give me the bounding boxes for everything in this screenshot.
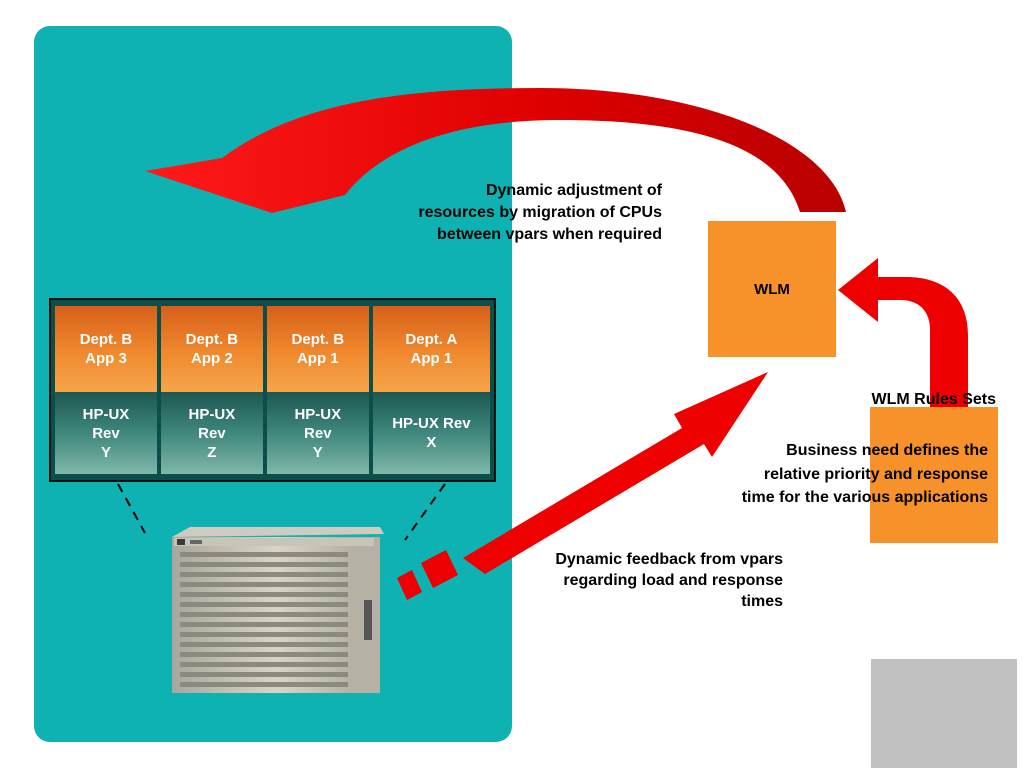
vpar-os-line: HP-UX [294,405,342,423]
migration-label-line3: between vpars when required [437,226,662,243]
wlm-label: WLM [754,280,790,298]
vpar-os-line: HP-UX Rev [392,415,471,432]
vpar-app: App 3 [85,350,127,367]
migration-label: Dynamic adjustment of resources by migra… [360,180,662,246]
rules-title: WLM Rules Sets [871,391,996,408]
vpar-os-cell: HP-UX Rev Y [266,392,369,474]
vpar-column: Dept. B App 3 HP-UX Rev Y [55,306,157,474]
vpar-os-line: HP-UX [188,405,236,423]
vpar-app-cell: Dept. A App 1 [372,306,490,392]
vpar-table: Dept. B App 3 HP-UX Rev Y Dept. B App 2 … [49,298,496,482]
gray-box [871,659,1017,768]
business-label: Business need defines the relative prior… [690,439,988,510]
feedback-label-line3: times [741,593,783,610]
connector-line-left [117,483,146,534]
vpar-dept: Dept. A [405,331,458,348]
vpar-dept: Dept. B [291,331,345,348]
vpar-dept: Dept. B [185,331,239,348]
rules-box [870,407,998,543]
cpu-migration-arrow [145,88,846,213]
vpar-os-line: HP-UX [82,405,130,423]
vpar-app: App 2 [191,350,233,367]
vpar-app-cell: Dept. B App 2 [160,306,263,392]
business-label-line1: Business need defines the [786,442,988,459]
vpar-app-cell: Dept. B App 1 [266,306,369,392]
vpar-os-line: Rev [198,424,226,442]
vpar-os-line: X [426,434,437,451]
vpar-dept: Dept. B [79,331,133,348]
rules-to-wlm-arrow [838,258,968,407]
vpar-os-line: Y [312,443,323,461]
vpar-os-cell: HP-UX Rev Y [55,392,157,474]
connector-line-right [404,483,446,541]
vpar-os-line: Y [100,443,111,461]
vpar-os-line: Z [207,443,217,461]
feedback-label: Dynamic feedback from vpars regarding lo… [500,549,783,612]
vpar-os-line: Rev [92,424,120,442]
vpar-app: App 1 [410,350,453,367]
feedback-arrow [397,372,768,600]
wlm-box: WLM [708,221,836,357]
feedback-label-line1: Dynamic feedback from vpars [555,551,783,568]
vpar-app-cell: Dept. B App 3 [55,306,157,392]
vpar-os-cell: HP-UX Rev Z [160,392,263,474]
vpar-os-line: Rev [304,424,332,442]
vpar-column: Dept. B App 1 HP-UX Rev Y [266,306,369,474]
vpar-app: App 1 [296,350,339,367]
server-vents [180,552,348,687]
business-label-line2: relative priority and response [763,465,988,483]
migration-label-line2: resources by migration of CPUs [418,204,662,221]
vpar-column: Dept. A App 1 HP-UX Rev X [372,306,490,474]
migration-label-line1: Dynamic adjustment of [485,182,662,199]
server-image [172,527,384,693]
vpar-os-cell: HP-UX Rev X [372,392,490,474]
business-label-line3: time for the various applications [741,489,988,506]
vpar-column: Dept. B App 2 HP-UX Rev Z [160,306,263,474]
feedback-label-line2: regarding load and response [563,572,783,589]
